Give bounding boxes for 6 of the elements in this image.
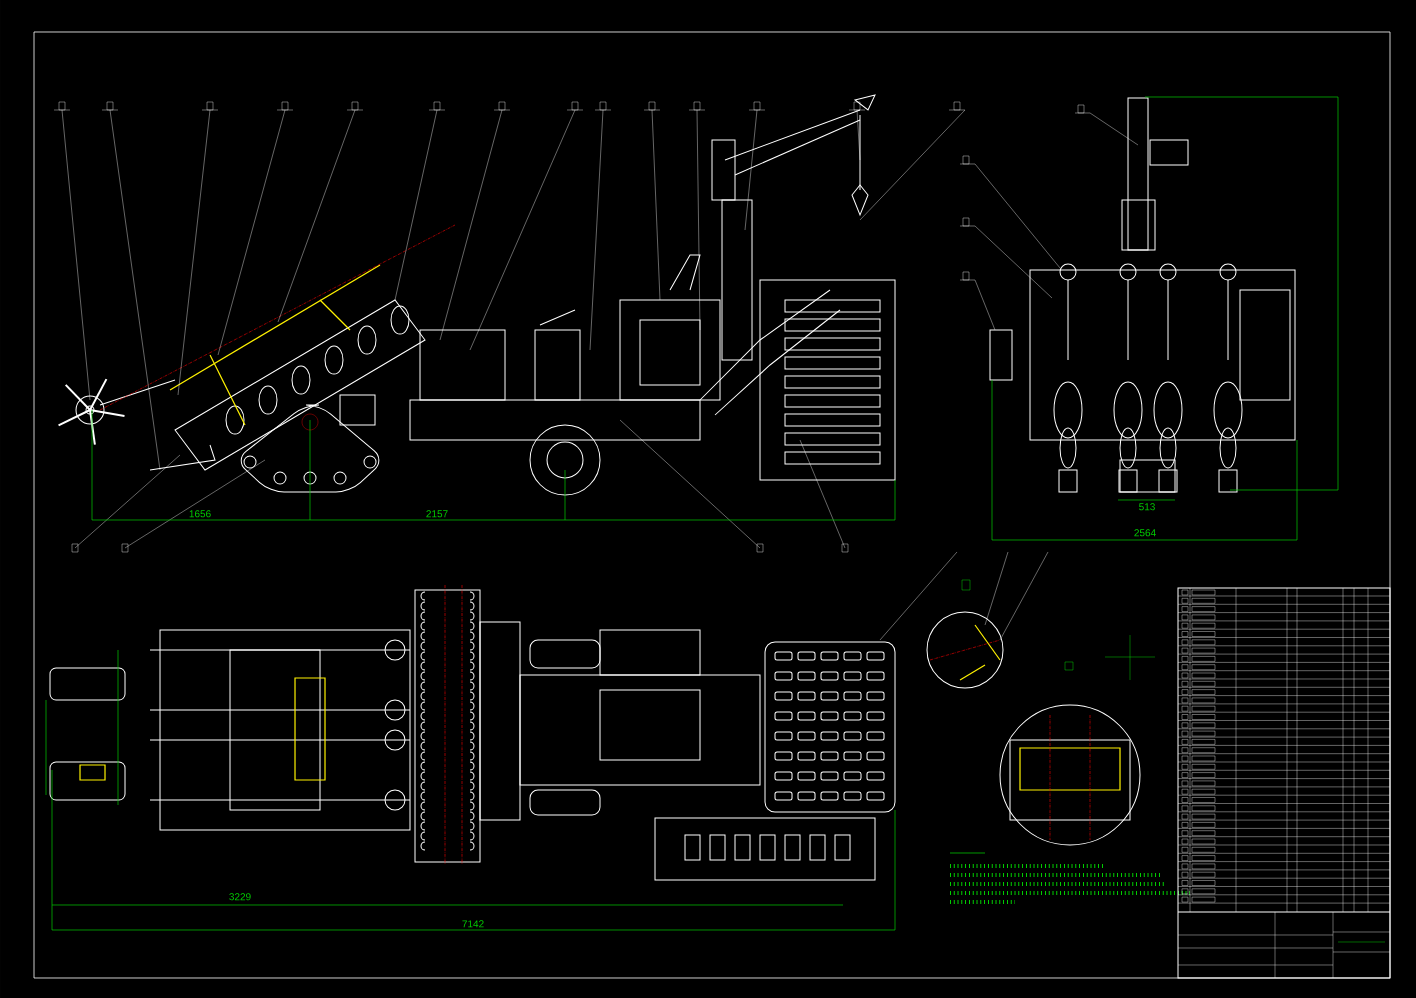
dimension-text: 2157 bbox=[426, 510, 448, 518]
dimension-text: 7142 bbox=[462, 920, 484, 928]
dimension-text: 513 bbox=[1139, 503, 1155, 511]
dimension-text: 1656 bbox=[189, 510, 211, 518]
dimension-text: 2564 bbox=[1134, 529, 1156, 537]
dimension-text: 3229 bbox=[229, 893, 251, 901]
